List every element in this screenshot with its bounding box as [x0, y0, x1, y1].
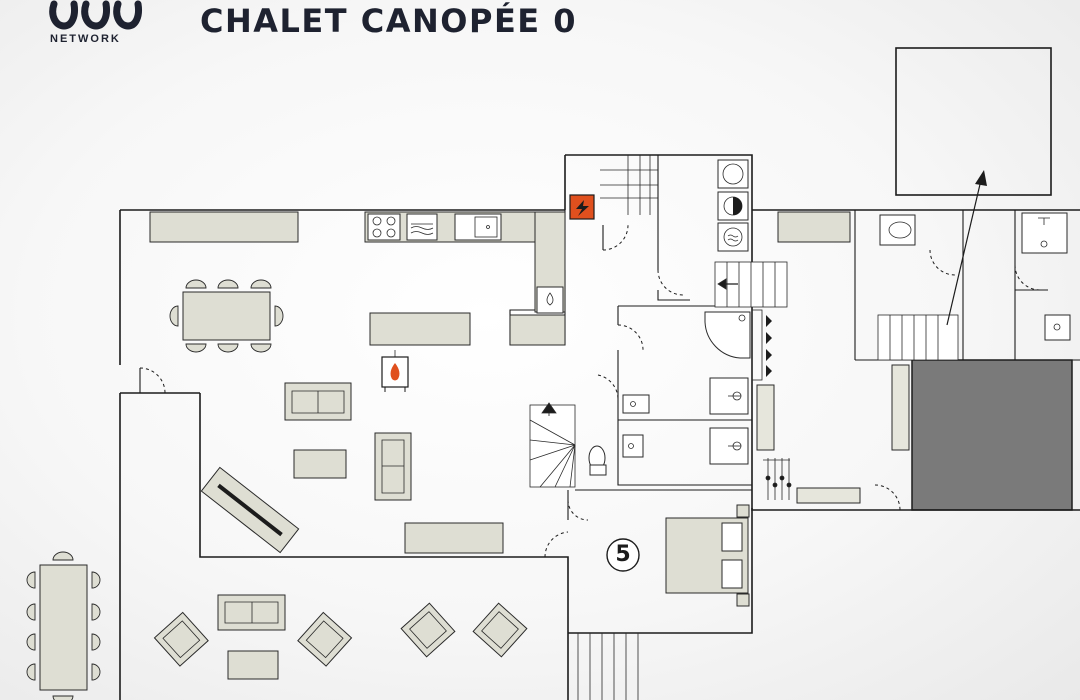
bedroom-5 [606, 504, 750, 607]
page-title: CHALET CANOPÉE 0 [200, 2, 578, 40]
room-number-label: 5 [615, 542, 631, 567]
cooktop-icon [367, 213, 401, 241]
stairs-top [600, 155, 658, 215]
shower-icon [704, 311, 751, 359]
terrace [26, 551, 639, 700]
small-sink-icon [622, 434, 644, 458]
walls [119, 154, 1080, 700]
living-furniture [200, 211, 851, 554]
sink-icon [454, 213, 502, 241]
brand-wordmark: NETWORK [50, 33, 121, 45]
direction-arrow [946, 170, 987, 326]
fireplace-icon [381, 350, 409, 392]
shower-tray-icon [1021, 212, 1068, 254]
toilet-icon [879, 214, 916, 246]
laundry-appliances [717, 159, 749, 252]
small-sink-icon [622, 394, 650, 414]
dining-table [169, 279, 284, 353]
kitchen [149, 211, 566, 346]
washbasin-icon [1044, 314, 1071, 341]
right-bathroom [879, 212, 1071, 341]
water-drop-icon [536, 286, 564, 314]
spiral-stairs [529, 402, 607, 488]
dark-room [911, 359, 1073, 511]
oven-icon [406, 213, 438, 241]
stairs-center [714, 261, 788, 308]
ski-rack-icon [763, 458, 792, 500]
washer-icon [717, 222, 749, 252]
radiator-icons [751, 309, 772, 381]
stairs-right [877, 314, 959, 361]
door-swings [139, 224, 1041, 558]
bathroom-fixtures [622, 377, 775, 465]
exterior-annex [895, 47, 1052, 196]
electrical-panel-icon [569, 194, 595, 220]
brand-logo [49, 0, 142, 30]
